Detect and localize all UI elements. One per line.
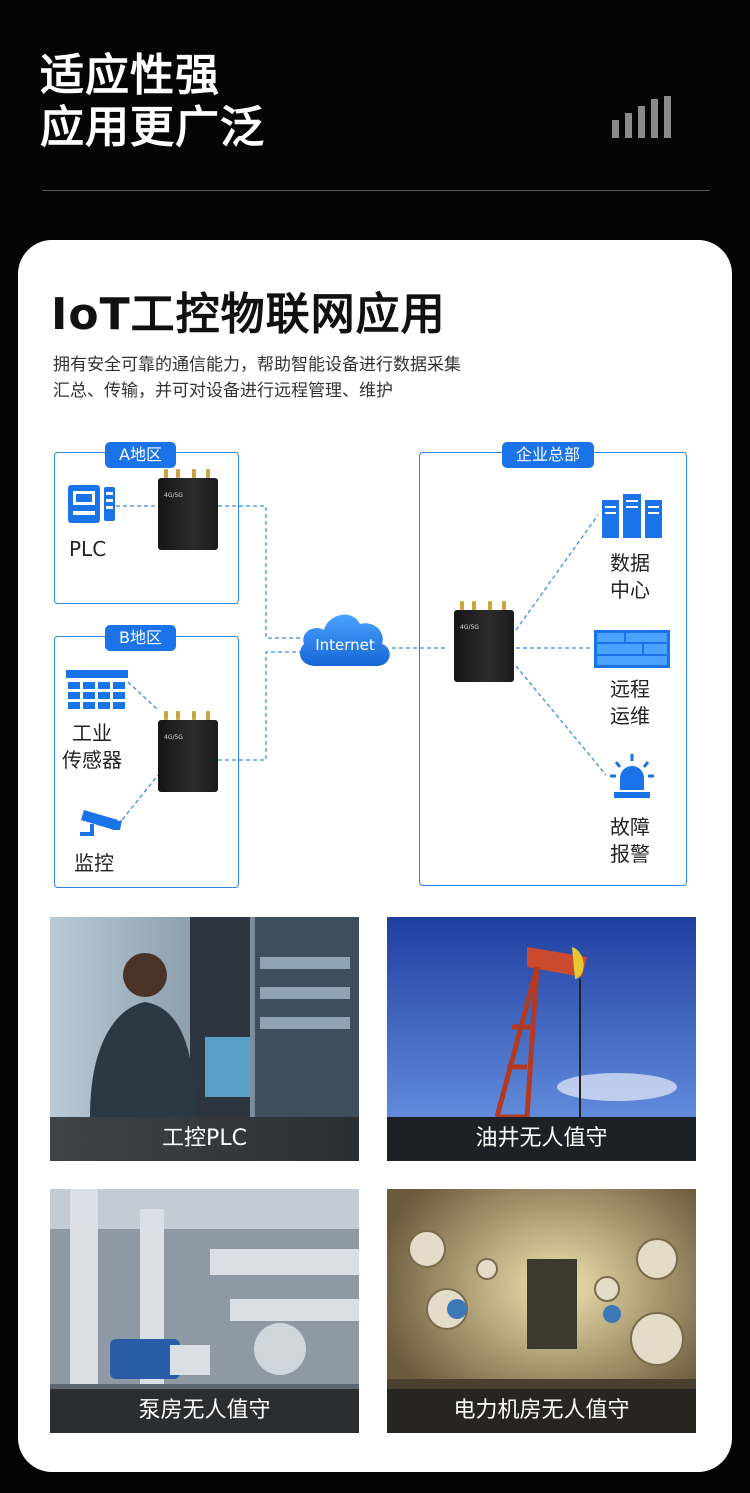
- router-b: 4G/5G: [158, 711, 218, 792]
- remote-ops-label-line2: 运维: [610, 704, 650, 728]
- alarm-light-icon: [610, 754, 654, 798]
- internet-cloud-icon: [300, 614, 390, 666]
- photo-caption-plc: 工控PLC: [50, 1117, 359, 1161]
- signal-bars-icon: [612, 96, 671, 138]
- sensor-label-line2: 传感器: [62, 748, 122, 772]
- camera-icon: [80, 810, 122, 836]
- connection-lines: [116, 505, 607, 826]
- photo-oil-well: 油井无人值守: [387, 917, 696, 1161]
- photo-pump-room: 泵房无人值守: [50, 1189, 359, 1433]
- router-hq: 4G/5G: [454, 601, 514, 682]
- sensor-label-line1: 工业: [72, 721, 112, 745]
- sensor-label: 工业 传感器: [62, 720, 122, 774]
- plc-icon: [68, 485, 115, 523]
- photo-caption-oil-well: 油井无人值守: [387, 1117, 696, 1161]
- router-a-badge: 4G/5G: [164, 492, 183, 499]
- data-center-label-line1: 数据: [610, 551, 650, 575]
- network-diagram: A地区 PLC 4G/5G B地区 工业: [18, 430, 732, 900]
- alarm-label-line1: 故障: [610, 815, 650, 839]
- remote-ops-label-line1: 远程: [610, 677, 650, 701]
- router-b-badge: 4G/5G: [164, 734, 183, 741]
- hero-divider: [42, 190, 710, 191]
- card-description-line1: 拥有安全可靠的通信能力，帮助智能设备进行数据采集: [53, 355, 461, 375]
- plc-label: PLC: [69, 537, 107, 561]
- hq-tag: 企业总部: [502, 442, 595, 468]
- region-b-tag: B地区: [105, 625, 176, 651]
- sensor-grid-icon: [66, 670, 128, 709]
- card-description-line2: 汇总、传输，并可对设备进行远程管理、维护: [53, 381, 393, 401]
- camera-label: 监控: [74, 851, 114, 875]
- remote-ops-icon: [594, 630, 670, 668]
- photo-caption-power-room: 电力机房无人值守: [387, 1389, 696, 1433]
- router-hq-badge: 4G/5G: [460, 624, 479, 631]
- card-title: IoT工控物联网应用: [51, 289, 446, 340]
- alarm-label: 故障 报警: [610, 814, 650, 868]
- card-description: 拥有安全可靠的通信能力，帮助智能设备进行数据采集 汇总、传输，并可对设备进行远程…: [53, 352, 573, 404]
- alarm-label-line2: 报警: [610, 842, 650, 866]
- data-center-icon: [602, 494, 662, 538]
- remote-ops-label: 远程 运维: [610, 676, 650, 730]
- photo-power-room: 电力机房无人值守: [387, 1189, 696, 1433]
- iot-application-card: IoT工控物联网应用 拥有安全可靠的通信能力，帮助智能设备进行数据采集 汇总、传…: [18, 240, 732, 1472]
- hero-title-line2: 应用更广泛: [40, 102, 265, 153]
- photo-caption-pump-room: 泵房无人值守: [50, 1389, 359, 1433]
- data-center-label-line2: 中心: [610, 578, 650, 602]
- hero-title: 适应性强 应用更广泛: [40, 50, 265, 154]
- region-a-tag: A地区: [105, 442, 176, 468]
- hero-title-line1: 适应性强: [40, 50, 220, 101]
- data-center-label: 数据 中心: [610, 550, 650, 604]
- router-a: 4G/5G: [158, 469, 218, 550]
- internet-label: Internet: [315, 636, 375, 654]
- photo-industrial-plc: 工控PLC: [50, 917, 359, 1161]
